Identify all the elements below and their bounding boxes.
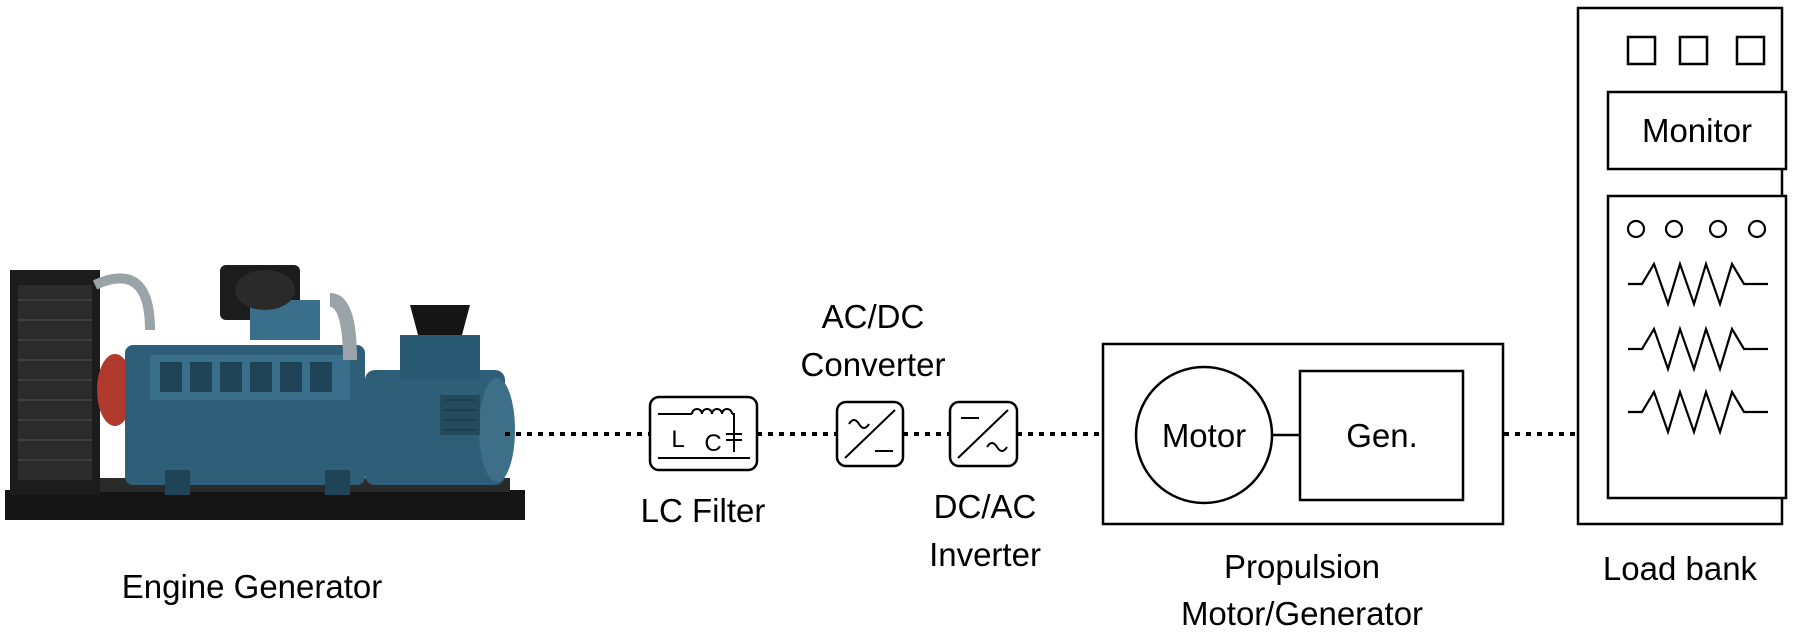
- lc-filter-block: [648, 395, 759, 472]
- propulsion-label-line1: Propulsion: [1224, 548, 1380, 585]
- monitor-label: Monitor: [1642, 112, 1752, 149]
- lc-filter-inductor-symbol: L: [671, 426, 684, 453]
- engine-generator-label: Engine Generator: [122, 568, 383, 605]
- lc-filter-label: LC Filter: [641, 492, 766, 529]
- acdc-converter-block: [835, 400, 905, 468]
- load-bank-indicator-square: [1735, 35, 1766, 66]
- acdc-label-line1: AC/DC: [822, 298, 925, 335]
- ac-wave-icon: [848, 419, 870, 429]
- ac-wave-icon: [986, 442, 1008, 452]
- knob-icon: [1708, 219, 1728, 239]
- knob-icon: [1664, 219, 1684, 239]
- propulsion-block: [1101, 342, 1505, 526]
- dcac-inverter-block: [948, 400, 1019, 468]
- knob-icon: [1747, 219, 1767, 239]
- resistor-icon: [1628, 388, 1768, 436]
- resistor-icon: [1628, 260, 1768, 308]
- gen-label: Gen.: [1346, 417, 1418, 454]
- dcac-label-line2: Inverter: [929, 536, 1041, 573]
- load-bank-indicator-square: [1678, 35, 1709, 66]
- dcac-label-line1: DC/AC: [934, 488, 1037, 525]
- load-bank-block: [1576, 6, 1788, 526]
- resistor-icon: [1628, 325, 1768, 373]
- resistor-panel: [1606, 194, 1788, 500]
- load-bank-label: Load bank: [1603, 550, 1758, 587]
- motor-label: Motor: [1162, 417, 1246, 454]
- acdc-label-line2: Converter: [801, 346, 946, 383]
- propulsion-label-line2: Motor/Generator: [1181, 595, 1423, 632]
- knob-icon: [1626, 219, 1646, 239]
- lc-filter-capacitor-symbol: C: [704, 430, 721, 457]
- monitor-box: [1606, 90, 1788, 171]
- engine-generator-image: [5, 265, 525, 520]
- load-bank-indicator-square: [1626, 35, 1657, 66]
- gen-box: [1298, 369, 1465, 502]
